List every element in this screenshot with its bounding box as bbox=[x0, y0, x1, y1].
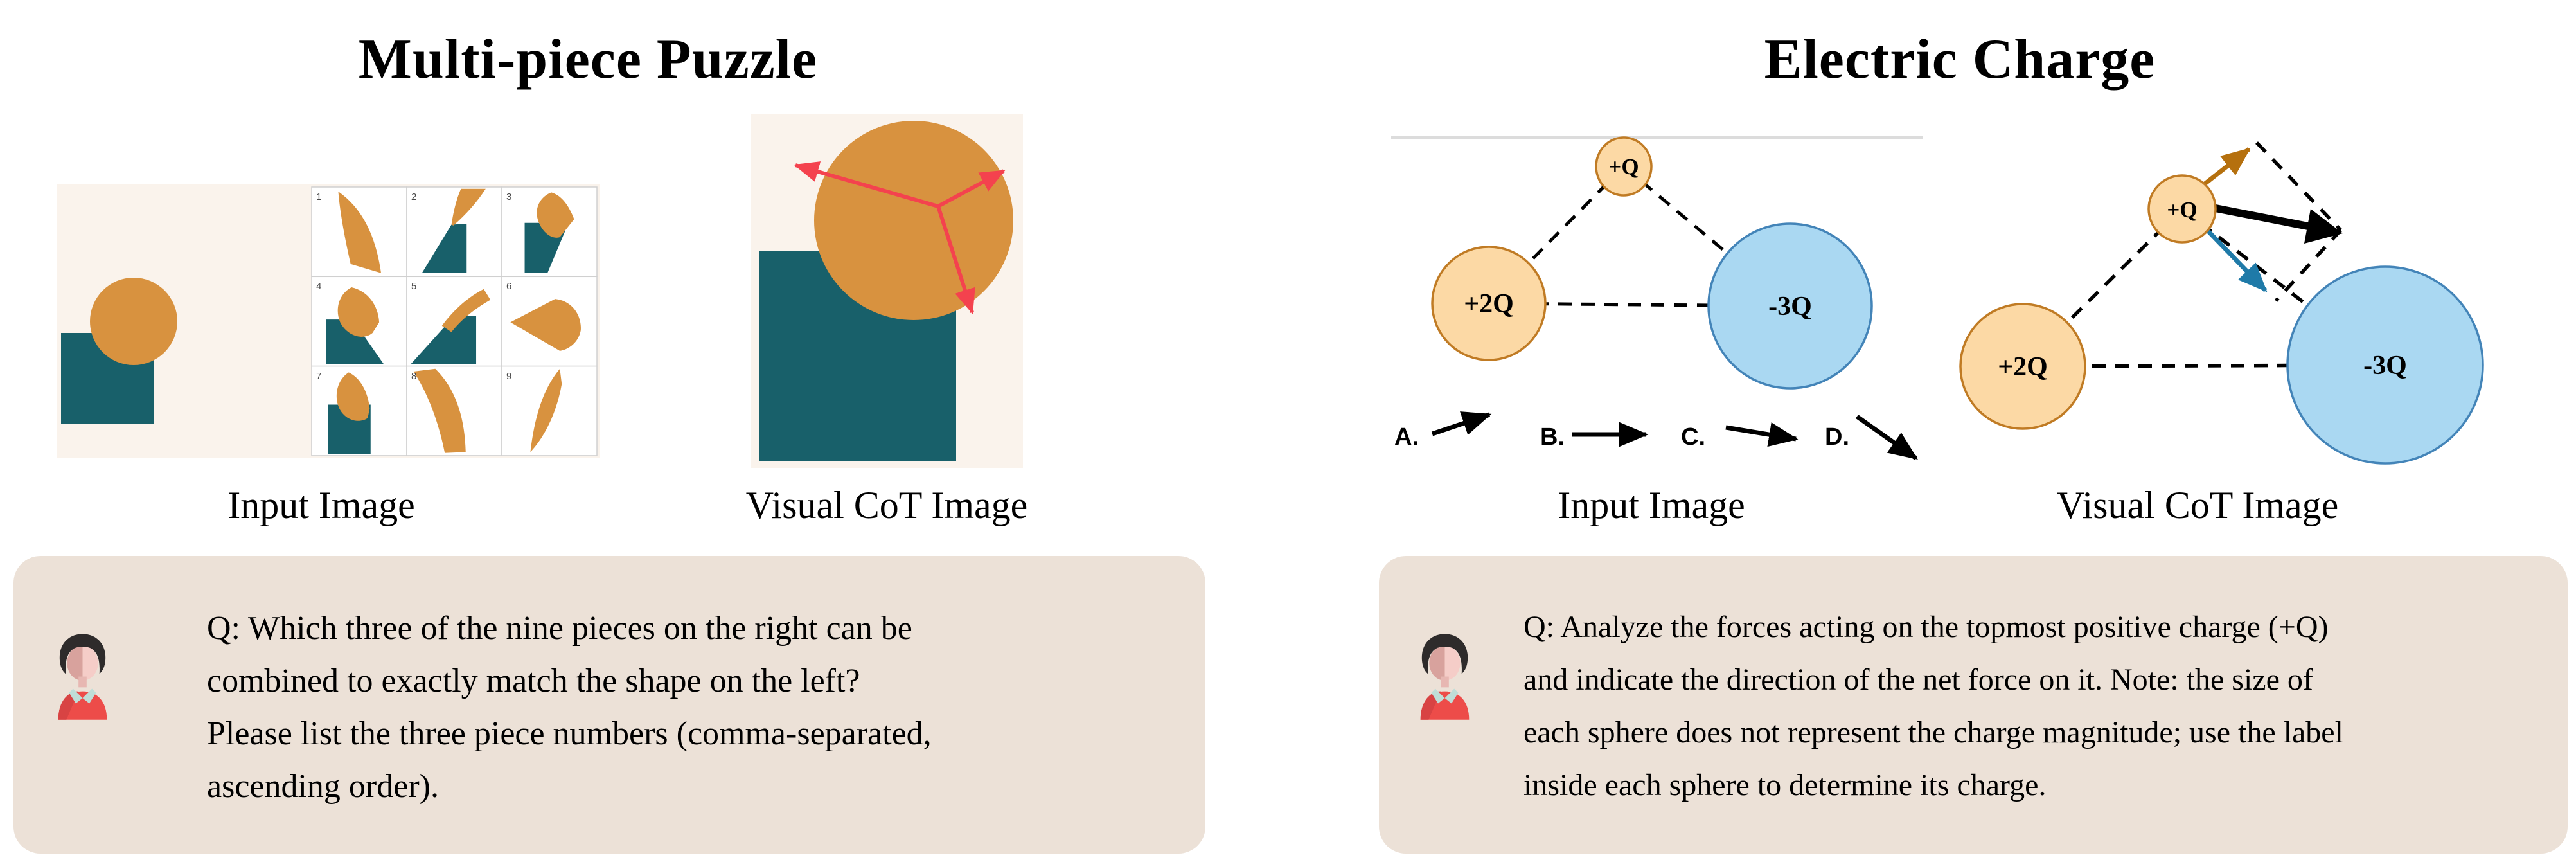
puzzle-piece-9 bbox=[530, 368, 562, 452]
grid-number-4: 4 bbox=[316, 281, 321, 292]
net-force-arrow-icon bbox=[2214, 204, 2343, 244]
puzzle-piece-8 bbox=[413, 368, 466, 453]
grid-number-3: 3 bbox=[506, 192, 511, 202]
option-a-arrow-icon bbox=[1431, 411, 1492, 436]
charge-plus2q-label: +2Q bbox=[1464, 289, 1514, 319]
puzzle-piece-2 bbox=[422, 188, 486, 273]
grid-number-6: 6 bbox=[506, 281, 511, 292]
option-c-label: C. bbox=[1681, 424, 1705, 451]
cot-circle-shape bbox=[814, 121, 1013, 320]
grid-number-1: 1 bbox=[316, 192, 321, 202]
charge-plusq-label: +Q bbox=[1608, 154, 1639, 179]
attraction-force-arrow-icon bbox=[2205, 228, 2268, 292]
cot-plusq-label: +Q bbox=[2167, 197, 2197, 222]
force-parallelogram-dashed-lines bbox=[2255, 141, 2343, 302]
puzzle-cot-label: Visual CoT Image bbox=[745, 484, 1028, 526]
charge-cot-label: Visual CoT Image bbox=[2056, 484, 2339, 526]
red-arrow-down-icon bbox=[936, 206, 975, 314]
option-d-arrow-icon bbox=[1855, 415, 1918, 460]
cot-plus2q-label: +2Q bbox=[1998, 352, 2048, 382]
puzzle-piece-4 bbox=[326, 287, 384, 364]
charge-question-line: and indicate the direction of the net fo… bbox=[1523, 663, 2313, 697]
puzzle-input-label: Input Image bbox=[227, 484, 415, 526]
option-c-arrow-icon bbox=[1725, 422, 1799, 447]
puzzle-piece-6 bbox=[510, 299, 581, 351]
puzzle-title: Multi-piece Puzzle bbox=[358, 28, 818, 91]
cot-plusq-sphere bbox=[2147, 174, 2217, 244]
red-arrow-upright-icon bbox=[937, 169, 1006, 208]
grid-number-7: 7 bbox=[316, 371, 321, 382]
grid-number-5: 5 bbox=[411, 281, 416, 292]
puzzle-input-image: 1 2 3 4 5 6 7 8 9 bbox=[57, 184, 600, 458]
option-b-label: B. bbox=[1540, 424, 1565, 451]
charge-minus3q-label: -3Q bbox=[1768, 292, 1812, 321]
puzzle-cot-image bbox=[751, 114, 1023, 468]
puzzle-piece-grid: 1 2 3 4 5 6 7 8 9 bbox=[311, 186, 598, 456]
charge-question-line: each sphere does not represent the charg… bbox=[1523, 715, 2343, 749]
puzzle-piece-3 bbox=[524, 192, 574, 273]
puzzle-piece-5 bbox=[410, 289, 491, 364]
puzzle-question-line: Q: Which three of the nine pieces on the… bbox=[207, 610, 912, 647]
cot-minus3q-label: -3Q bbox=[2363, 351, 2407, 381]
puzzle-question-box: Q: Which three of the nine pieces on the… bbox=[13, 556, 1205, 854]
charge-question-text: Q: Analyze the forces acting on the topm… bbox=[1523, 601, 2539, 812]
puzzle-piece-7 bbox=[328, 372, 371, 454]
grid-number-2: 2 bbox=[411, 192, 416, 202]
option-a-label: A. bbox=[1394, 424, 1419, 451]
option-d-label: D. bbox=[1825, 424, 1849, 451]
charge-minus3q-sphere bbox=[1707, 222, 1873, 390]
puzzle-piece-1 bbox=[338, 191, 382, 273]
answer-options-row: A. B. C. D. bbox=[1394, 411, 1918, 460]
charge-input-label: Input Image bbox=[1558, 484, 1745, 526]
charge-cot-image: +Q +2Q -3Q bbox=[1959, 141, 2484, 465]
charge-plus2q-sphere bbox=[1431, 246, 1547, 361]
charge-input-image: +Q +2Q -3Q A. B. C. D. bbox=[1391, 136, 1923, 460]
user-avatar-icon bbox=[1420, 634, 1470, 720]
puzzle-question-line: combined to exactly match the shape on t… bbox=[207, 663, 860, 699]
red-arrow-upleft-icon bbox=[794, 161, 939, 208]
target-circle-shape bbox=[90, 278, 177, 365]
charge-question-line: inside each sphere to determine its char… bbox=[1523, 768, 2047, 802]
cut-direction-arrows-icon bbox=[794, 161, 1006, 314]
charge-question-box: Q: Analyze the forces acting on the topm… bbox=[1379, 556, 2568, 854]
puzzle-question-text: Q: Which three of the nine pieces on the… bbox=[207, 602, 1171, 813]
cot-minus3q-sphere bbox=[2286, 265, 2484, 465]
charge-title: Electric Charge bbox=[1764, 28, 2156, 91]
puzzle-question-line: Please list the three piece numbers (com… bbox=[207, 715, 932, 752]
repulsion-force-arrow-icon bbox=[2202, 147, 2251, 186]
charge-question-line: Q: Analyze the forces acting on the topm… bbox=[1523, 610, 2329, 644]
user-avatar-icon bbox=[58, 634, 107, 720]
cot-plus2q-sphere bbox=[1959, 303, 2086, 430]
grid-number-8: 8 bbox=[411, 371, 416, 382]
puzzle-question-line: ascending order). bbox=[207, 768, 439, 805]
grid-number-9: 9 bbox=[506, 371, 511, 382]
charge-plusq-sphere bbox=[1595, 136, 1653, 197]
